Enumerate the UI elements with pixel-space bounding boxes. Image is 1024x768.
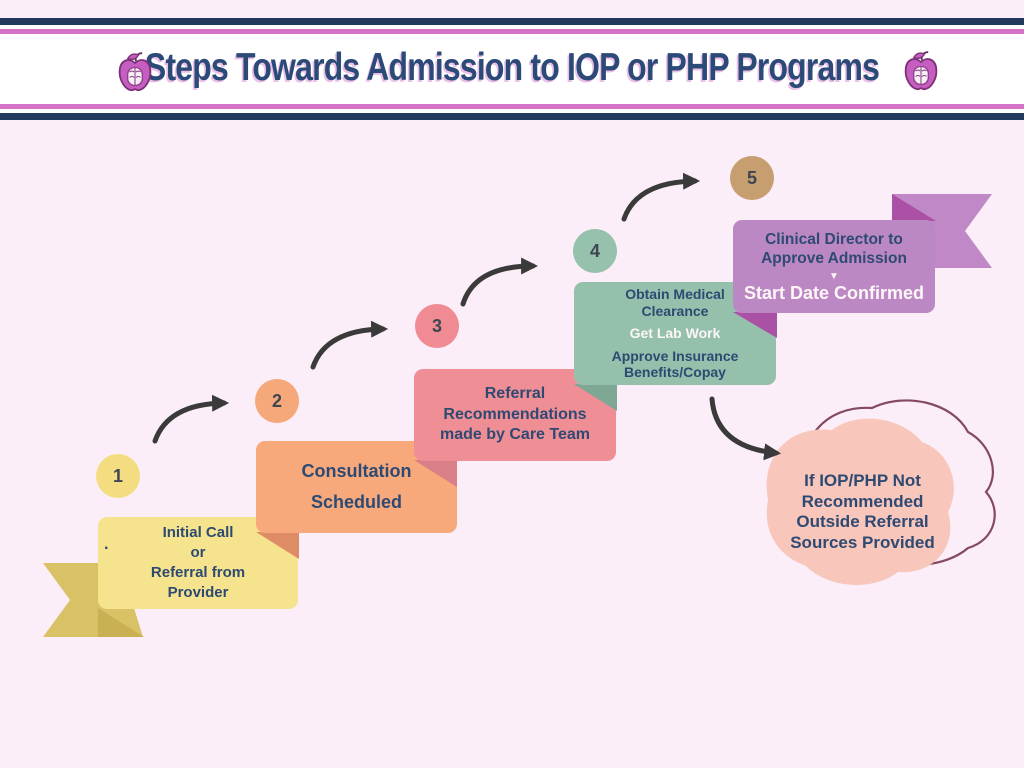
header-bottom-pink-line — [0, 104, 1024, 109]
step-3-number: 3 — [431, 315, 442, 336]
header-top-pink-line — [0, 29, 1024, 34]
step-5-label-line: Approve Admission — [761, 250, 907, 267]
arrow-step3-to-step4-icon — [460, 257, 539, 307]
step-5-highlight-line: Start Date Confirmed — [743, 283, 925, 303]
fallback-note-line: Sources Provided — [790, 532, 935, 552]
step-3-label-line: made by Care Team — [440, 426, 590, 444]
step-3-label-line: Referral — [484, 385, 546, 403]
arrow-step1-to-step2-icon — [152, 394, 230, 444]
step-2-badge: 2 — [255, 379, 299, 423]
step-4-label-line: Approve Insurance — [611, 347, 739, 364]
step-4-primary-lines: Obtain Medical Clearance — [625, 286, 725, 319]
step-1-badge: 1 — [96, 454, 140, 498]
step-5-box: Clinical Director to Approve Admission ▼… — [733, 220, 935, 313]
step-4-label-line: Clearance — [641, 302, 709, 319]
fallback-note-line: Outside Referral — [796, 512, 929, 531]
step-4-label-line: Benefits/Copay — [624, 364, 726, 381]
step-4-number: 4 — [589, 240, 600, 261]
apple-brain-icon — [904, 51, 938, 91]
page-title: Steps Towards Admission to IOP or PHP Pr… — [144, 46, 880, 89]
step-3-label-line: Recommendations — [443, 405, 587, 423]
step-1-label-line: Initial Call — [162, 524, 234, 541]
triangle-down-icon: ▼ — [829, 271, 839, 282]
header-bottom-navy-line — [0, 113, 1024, 120]
step-1-number: 1 — [112, 465, 123, 486]
arrow-step2-to-step3-icon — [310, 320, 389, 370]
step-4-badge: 4 — [573, 229, 617, 273]
step-5-badge: 5 — [730, 156, 774, 200]
step-4-highlight-line: Get Lab Work — [629, 325, 721, 342]
fallback-note: If IOP/PHP Not Recommended Outside Refer… — [760, 462, 965, 562]
step-1-box: . Initial Call or Referral from Provider — [98, 517, 298, 609]
arrow-step4-to-fallback-icon — [709, 396, 782, 461]
step-1-label-line: Referral from — [150, 564, 246, 581]
step-5-number: 5 — [746, 167, 757, 188]
stray-dot: . — [104, 536, 109, 553]
header-band: Steps Towards Admission to IOP or PHP Pr… — [0, 18, 1024, 120]
step-4-box: Obtain Medical Clearance Get Lab Work Ap… — [574, 282, 776, 385]
step-3-badge: 3 — [415, 304, 459, 348]
apple-brain-icon — [118, 52, 152, 92]
step-2-label-line: Scheduled — [310, 492, 403, 512]
step-2-label-line: Consultation — [301, 461, 412, 481]
fallback-note-line: Recommended — [801, 491, 924, 511]
header-top-navy-line — [0, 18, 1024, 25]
step-5-label-line: Clinical Director to — [765, 231, 903, 248]
step-1-label-line: Provider — [167, 584, 229, 601]
step-1-label-line: or — [190, 544, 206, 561]
step-2-number: 2 — [271, 390, 282, 411]
arrow-step4-to-step5-icon — [621, 172, 701, 222]
fallback-note-line: If IOP/PHP Not — [804, 471, 921, 490]
step-4-secondary-lines: Approve Insurance Benefits/Copay — [612, 348, 739, 381]
step-4-label-line: Obtain Medical — [625, 286, 725, 303]
